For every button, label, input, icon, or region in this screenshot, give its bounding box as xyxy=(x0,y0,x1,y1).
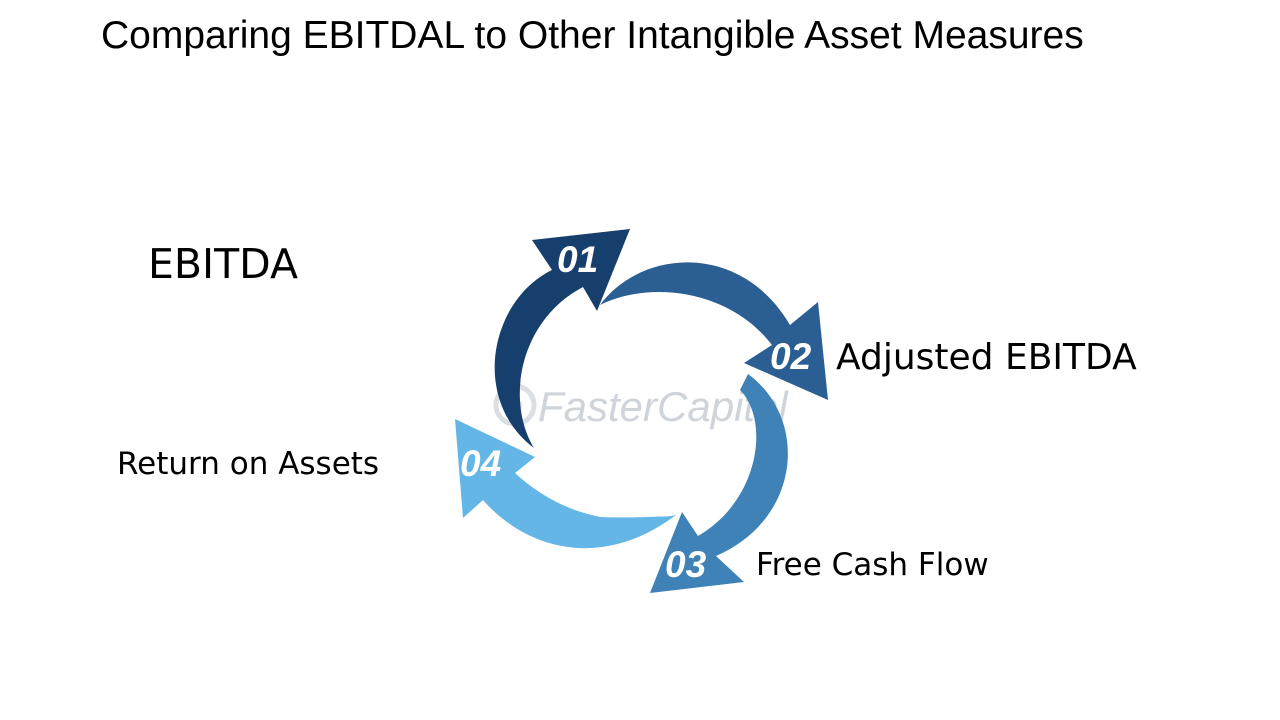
cycle-number-04: 04 xyxy=(460,443,501,484)
cycle-arrow-04-body xyxy=(455,419,676,549)
cycle-arrow-03 xyxy=(650,374,788,593)
cycle-label-04: Return on Assets xyxy=(117,446,380,482)
cycle-number-02: 02 xyxy=(770,336,812,377)
cycle-number-03: 03 xyxy=(665,544,707,585)
cycle-number-01: 01 xyxy=(557,239,598,280)
cycle-label-03: Free Cash Flow xyxy=(756,547,989,583)
page-title: Comparing EBITDAL to Other Intangible As… xyxy=(101,14,1084,57)
cycle-label-01: EBITDA xyxy=(148,240,299,288)
cycle-arrow-01 xyxy=(494,229,630,448)
cycle-label-02: Adjusted EBITDA xyxy=(836,337,1137,378)
cycle-arrow-02 xyxy=(600,262,828,400)
